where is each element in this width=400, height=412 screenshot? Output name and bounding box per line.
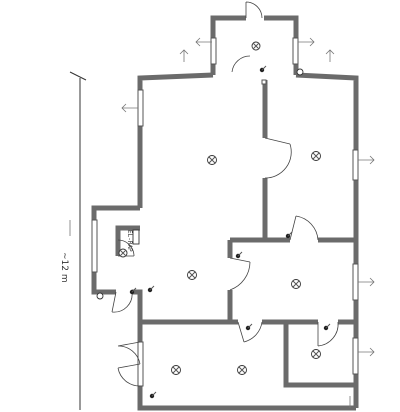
ceiling-light-icon: [311, 151, 321, 161]
view-arrow-icon: [121, 103, 138, 113]
door-swing-icon: [317, 321, 339, 347]
ceiling-light-icon: [207, 155, 217, 165]
view-arrow-icon: [298, 37, 315, 47]
ceiling-light-icon: [237, 365, 247, 375]
view-arrows: [69, 37, 375, 408]
view-arrow-icon: [358, 155, 375, 165]
door-swing-icon: [117, 341, 141, 365]
dimension-label: ~12 m: [59, 252, 69, 283]
switch-icon: [129, 287, 137, 295]
door-swing-icon: [111, 291, 133, 313]
window-icon: [352, 337, 359, 375]
electrical-panel: EL-RAP: [126, 229, 140, 252]
switches: [129, 65, 331, 399]
switch-icon: [323, 323, 331, 331]
view-arrow-icon: [195, 37, 212, 47]
window-icon: [292, 37, 299, 65]
door-swing-icon: [117, 363, 141, 387]
ceiling-light-icon: [96, 292, 104, 300]
ceiling-light-icon: [251, 41, 261, 51]
window-icon: [137, 89, 144, 127]
ceiling-lights: [96, 41, 321, 375]
view-arrow-icon: [358, 277, 375, 287]
ceiling-light-icon: [118, 248, 128, 258]
switch-icon: [285, 231, 293, 239]
view-arrow-icon: [179, 49, 189, 62]
window-icon: [210, 37, 217, 65]
door-swing-icon: [231, 55, 251, 73]
door-swing-icon: [245, 1, 263, 19]
window-icon: [352, 149, 359, 181]
switch-icon: [245, 323, 253, 331]
window-icon: [91, 219, 98, 273]
door-swing-icon: [289, 215, 319, 241]
door-swing-icon: [237, 321, 263, 343]
ceiling-light-icon: [311, 349, 321, 359]
doors: [111, 1, 339, 387]
view-arrow-icon: [358, 347, 375, 357]
door-swing-icon: [229, 257, 251, 291]
view-arrow-icon: [325, 49, 335, 62]
ceiling-light-icon: [291, 279, 301, 289]
switch-icon: [147, 285, 155, 293]
overall-dimension: ~12 m: [59, 71, 87, 410]
interior-walls: [115, 80, 356, 388]
ceiling-light-icon: [296, 68, 304, 76]
switch-icon: [235, 251, 243, 259]
door-swing-icon: [264, 137, 292, 179]
ceiling-light-icon: [187, 270, 197, 280]
panel-label: EL-RAP: [126, 230, 133, 252]
ceiling-light-icon: [171, 365, 181, 375]
switch-icon: [149, 391, 157, 399]
window-icon: [261, 79, 267, 85]
window-icon: [352, 263, 359, 301]
switch-icon: [259, 65, 267, 73]
